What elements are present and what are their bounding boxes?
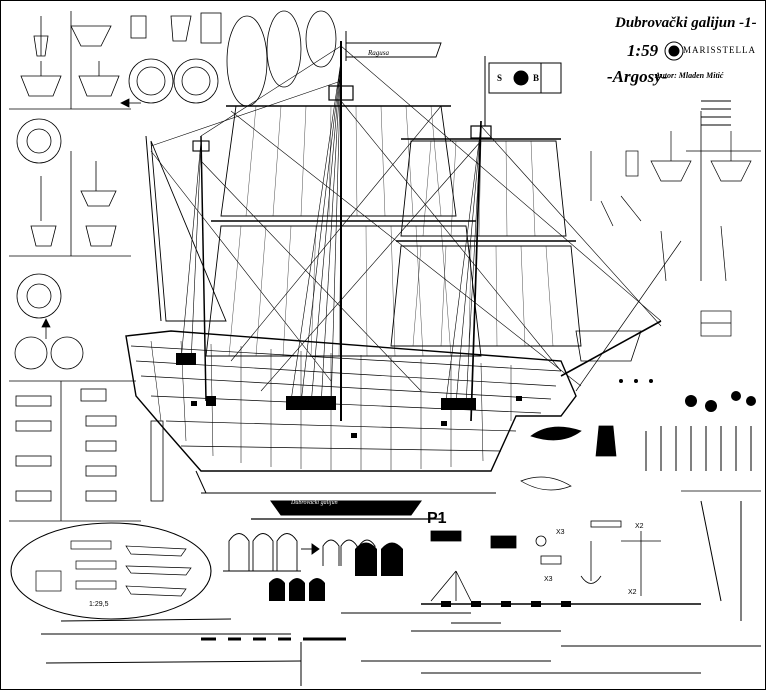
qty-x3-bottom: X3 (544, 576, 553, 583)
brand-name: MARISSTELLA (683, 45, 757, 55)
qty-x2-bottom: X2 (628, 589, 637, 596)
ship-name: -Argosy- (607, 67, 668, 86)
title-block: Dubrovački galijun -1- 1:59 MARISSTELLA … (597, 9, 761, 103)
author-credit: Autor: Mladen Mitić (655, 71, 724, 80)
qty-x3-top: X3 (556, 529, 565, 536)
plan-scale: 1:59 (627, 41, 659, 60)
plan-title: Dubrovački galijun -1- (615, 15, 757, 31)
banner-label: Ragusa (368, 49, 389, 57)
flag-letter-right: B (533, 73, 540, 83)
qty-x2-top: X2 (635, 523, 644, 530)
detail-scale-label: 1:29,5 (89, 601, 109, 608)
stand-plate-text: Dubrovački galijun (291, 500, 338, 506)
part-label-p1: P1 (427, 510, 447, 527)
flag-letter-left: S (497, 73, 503, 83)
